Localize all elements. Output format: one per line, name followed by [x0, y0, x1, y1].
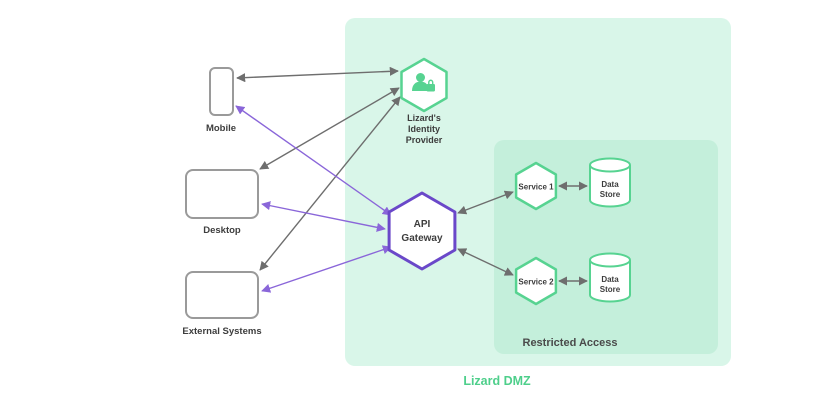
service1-label: Service 1: [518, 183, 554, 192]
service1-hexagon: [514, 161, 558, 211]
arrow-external-gateway: [261, 245, 392, 293]
datastore2-node: Data Store: [589, 252, 631, 303]
datastore1-cylinder-top: [589, 157, 631, 173]
identity-provider-node: Lizard's Identity Provider: [400, 57, 448, 145]
desktop-label: Desktop: [203, 225, 241, 236]
api-gateway-label-line2: Gateway: [401, 233, 443, 244]
arrow-desktop-gateway: [261, 201, 386, 232]
api-gateway-hexagon: [387, 191, 457, 271]
mobile-shape: [209, 67, 234, 116]
datastore1-node: Data Store: [589, 157, 631, 208]
datastore1-cylinder: [589, 165, 631, 208]
datastore2-label-line2: Store: [600, 285, 621, 294]
desktop-node: Desktop: [185, 169, 259, 236]
service2-label: Service 2: [518, 278, 554, 287]
datastore1-label-line1: Data: [601, 180, 619, 189]
service2-node: Service 2: [514, 256, 558, 306]
restricted-access-label: Restricted Access: [523, 337, 618, 349]
service1-node: Service 1: [514, 161, 558, 211]
datastore1-label-line2: Store: [600, 190, 621, 199]
identity-provider-label-line1: Lizard's: [407, 113, 441, 123]
desktop-shape: [185, 169, 259, 219]
external-systems-label: External Systems: [182, 326, 261, 337]
datastore2-label-line1: Data: [601, 275, 619, 284]
arrow-mobile-idp: [236, 66, 399, 83]
datastore2-cylinder: [589, 260, 631, 303]
api-gateway-node: API Gateway: [387, 191, 457, 271]
user-lock-icon: [412, 73, 435, 92]
mobile-node: Mobile: [206, 67, 236, 134]
mobile-label: Mobile: [206, 123, 236, 134]
service2-hexagon: [514, 256, 558, 306]
datastore2-cylinder-top: [589, 252, 631, 268]
arrow-gateway-service2: [457, 248, 514, 276]
external-systems-shape: [185, 271, 259, 319]
dmz-title: Lizard DMZ: [463, 374, 531, 388]
identity-provider-label-line3: Provider: [406, 135, 443, 145]
arrow-gateway-service1: [457, 190, 514, 215]
api-gateway-label-line1: API: [414, 219, 431, 230]
identity-provider-label-line2: Identity: [408, 124, 440, 134]
external-systems-node: External Systems: [182, 271, 262, 337]
arrow-mobile-gateway: [235, 105, 392, 216]
